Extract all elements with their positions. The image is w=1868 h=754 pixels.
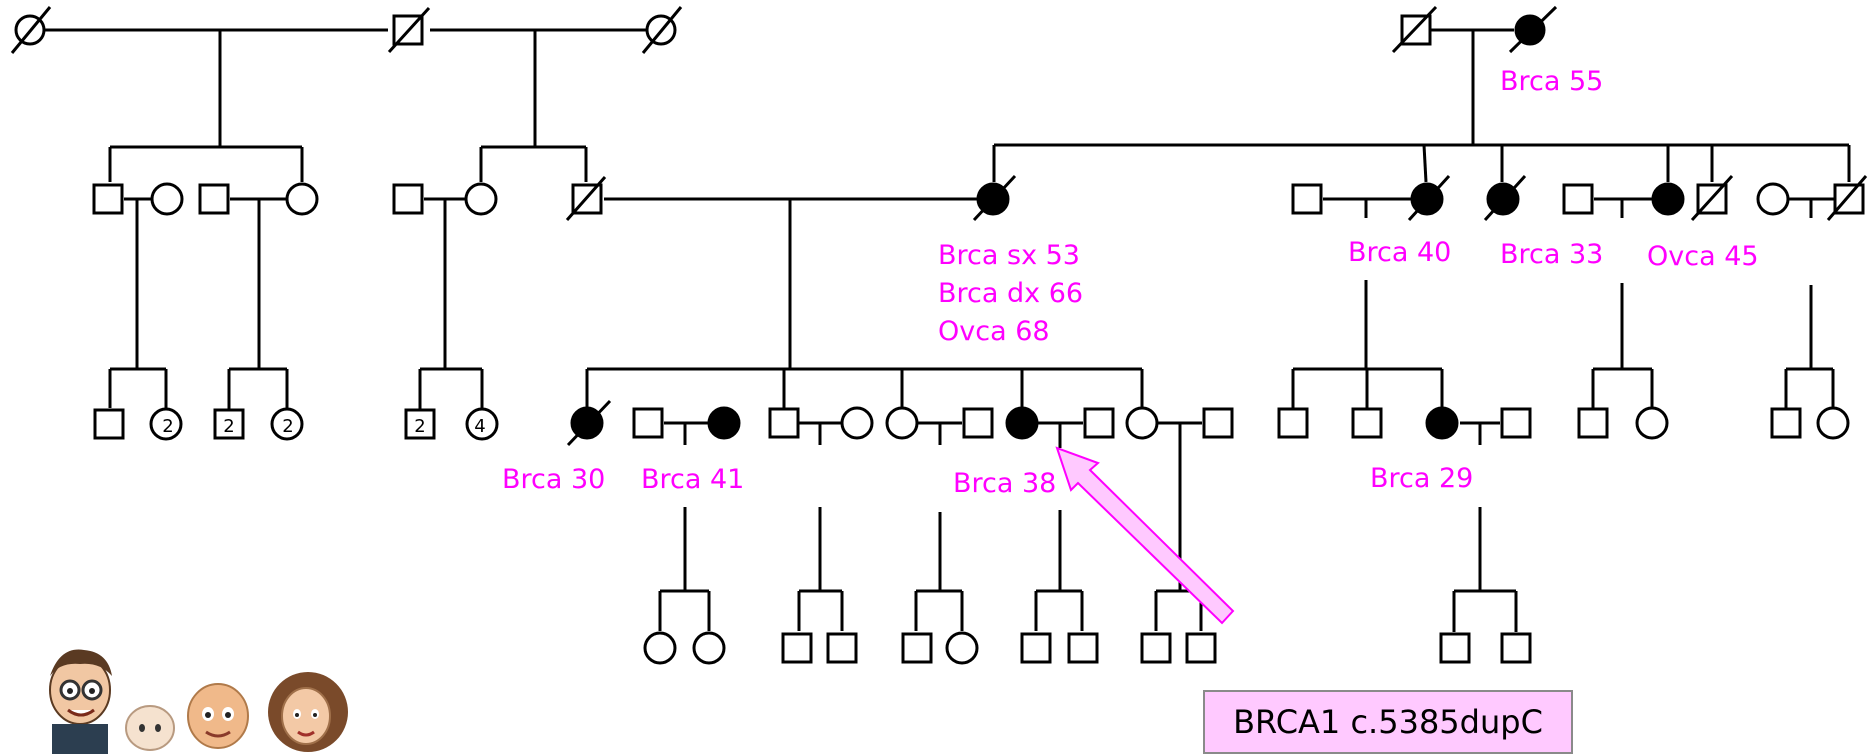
- gen3-brother-1: [770, 409, 798, 437]
- label-cousin4: Brca 29: [1370, 463, 1473, 494]
- gen2-female-3: [466, 184, 496, 214]
- cousin4-affected: [1427, 408, 1457, 438]
- cousin4-spouse: [1502, 409, 1530, 437]
- gen4-male-8: [1441, 634, 1469, 662]
- gen2-female-2: [287, 184, 317, 214]
- gen2-male-2: [200, 185, 228, 213]
- gen3-right-male-1: [1279, 409, 1307, 437]
- label-aunt1-line2: Brca dx 66: [938, 278, 1083, 309]
- gen3-right-male-3: [1579, 409, 1607, 437]
- sibling-counts: 2 2 2 2 4: [162, 416, 485, 437]
- label-grandmother: Brca 55: [1500, 66, 1603, 97]
- cousin3-spouse: [1085, 409, 1113, 437]
- cousin3-proband: [1007, 408, 1037, 438]
- gen3-brother-1-spouse: [842, 408, 872, 438]
- generation-4: [645, 633, 1530, 663]
- gen4-male-9: [1502, 634, 1530, 662]
- gen3-sister-2-spouse: [1204, 409, 1232, 437]
- cousin2-spouse: [634, 409, 662, 437]
- gen4-male-6: [1142, 634, 1170, 662]
- label-aunt3: Brca 33: [1500, 239, 1603, 270]
- label-cousin3: Brca 38: [953, 468, 1056, 499]
- count-label: 2: [162, 416, 173, 437]
- gen4-female-2: [694, 633, 724, 663]
- gen4-male-7: [1187, 634, 1215, 662]
- aunt2-spouse: [1293, 185, 1321, 213]
- generation-3: [95, 401, 1848, 445]
- count-label: 4: [474, 416, 485, 437]
- gen4-female-3: [947, 633, 977, 663]
- gen2-male-3: [394, 185, 422, 213]
- label-cousin1: Brca 30: [502, 464, 605, 495]
- gen4-male-2: [828, 634, 856, 662]
- gen4-male-1: [783, 634, 811, 662]
- count-label: 2: [414, 416, 425, 437]
- label-aunt2: Brca 40: [1348, 237, 1451, 268]
- label-aunt1-line3: Ovca 68: [938, 316, 1050, 347]
- gen3-right-male-2: [1353, 409, 1381, 437]
- gen3-right-female-2: [1818, 408, 1848, 438]
- label-cousin2: Brca 41: [641, 464, 744, 495]
- gen3-right-male-4: [1772, 409, 1800, 437]
- count-label: 2: [282, 416, 293, 437]
- mutation-label: BRCA1 c.5385dupC: [1203, 690, 1573, 754]
- label-aunt4: Ovca 45: [1647, 241, 1759, 272]
- label-aunt1-line1: Brca sx 53: [938, 240, 1080, 271]
- gen3-sister-1: [887, 408, 917, 438]
- gen3-male-1: [95, 410, 123, 438]
- gen3-sister-2: [1127, 408, 1157, 438]
- gen4-male-3: [903, 634, 931, 662]
- grandmother-affected: [1516, 16, 1544, 44]
- cousin2-affected: [709, 408, 739, 438]
- uncle-spouse: [1758, 184, 1788, 214]
- gen2-female-1: [152, 184, 182, 214]
- family-cartoon-icon: [50, 650, 348, 754]
- gen4-male-5: [1069, 634, 1097, 662]
- gen3-sister-1-spouse: [964, 409, 992, 437]
- gen4-male-4: [1022, 634, 1050, 662]
- aunt4-affected: [1653, 184, 1683, 214]
- gen3-right-female-1: [1637, 408, 1667, 438]
- aunt4-spouse: [1564, 185, 1592, 213]
- count-label: 2: [223, 416, 234, 437]
- gen4-female-1: [645, 633, 675, 663]
- gen2-male-1: [94, 185, 122, 213]
